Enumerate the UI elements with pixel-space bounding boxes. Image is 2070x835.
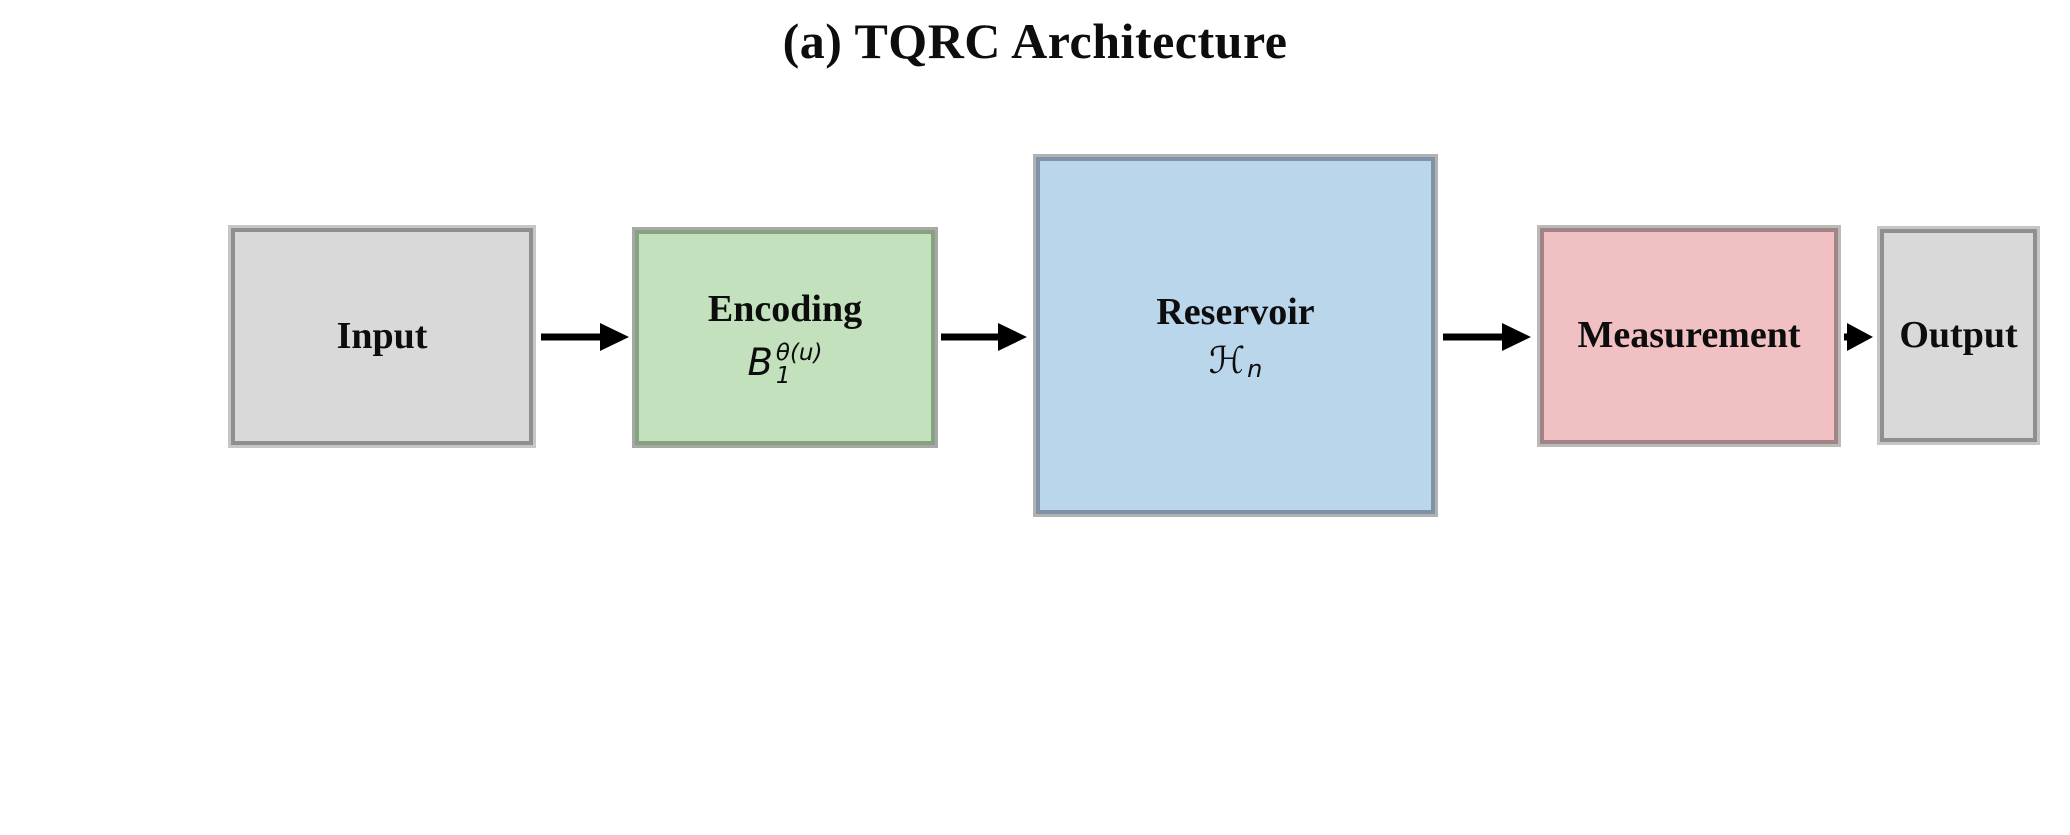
measurement-label: Measurement [1577, 314, 1801, 357]
flow-arrow-input-to-encoding [541, 323, 629, 351]
encoding-formula-subscript: 1 [775, 363, 791, 390]
encoding-label: Encoding [707, 288, 863, 331]
reservoir-label: Reservoir [1156, 291, 1315, 334]
encoding-node: Encoding B θ(u) 1 [632, 227, 938, 448]
reservoir-formula-subscript: n [1247, 355, 1263, 384]
flow-arrow-reservoir-to-measurement [1443, 323, 1531, 351]
input-node: Input [228, 225, 536, 448]
reservoir-formula-base: ℋ [1208, 338, 1246, 382]
output-label: Output [1899, 313, 2018, 356]
reservoir-node: Reservoir ℋ n [1033, 154, 1438, 517]
flow-arrow-measurement-to-output [1844, 323, 1873, 351]
encoding-formula: B θ(u) 1 [747, 339, 823, 390]
figure-title: (a) TQRC Architecture [782, 13, 1288, 69]
output-node: Output [1877, 226, 2040, 445]
input-label: Input [336, 314, 428, 357]
flow-arrow-encoding-to-reservoir [941, 323, 1027, 351]
encoding-formula-base: B [747, 340, 773, 384]
encoding-formula-superscript: θ(u) [775, 339, 823, 366]
reservoir-formula: ℋ n [1208, 338, 1263, 384]
measurement-node: Measurement [1537, 225, 1841, 447]
encoding-formula-scripts: θ(u) 1 [775, 339, 823, 390]
